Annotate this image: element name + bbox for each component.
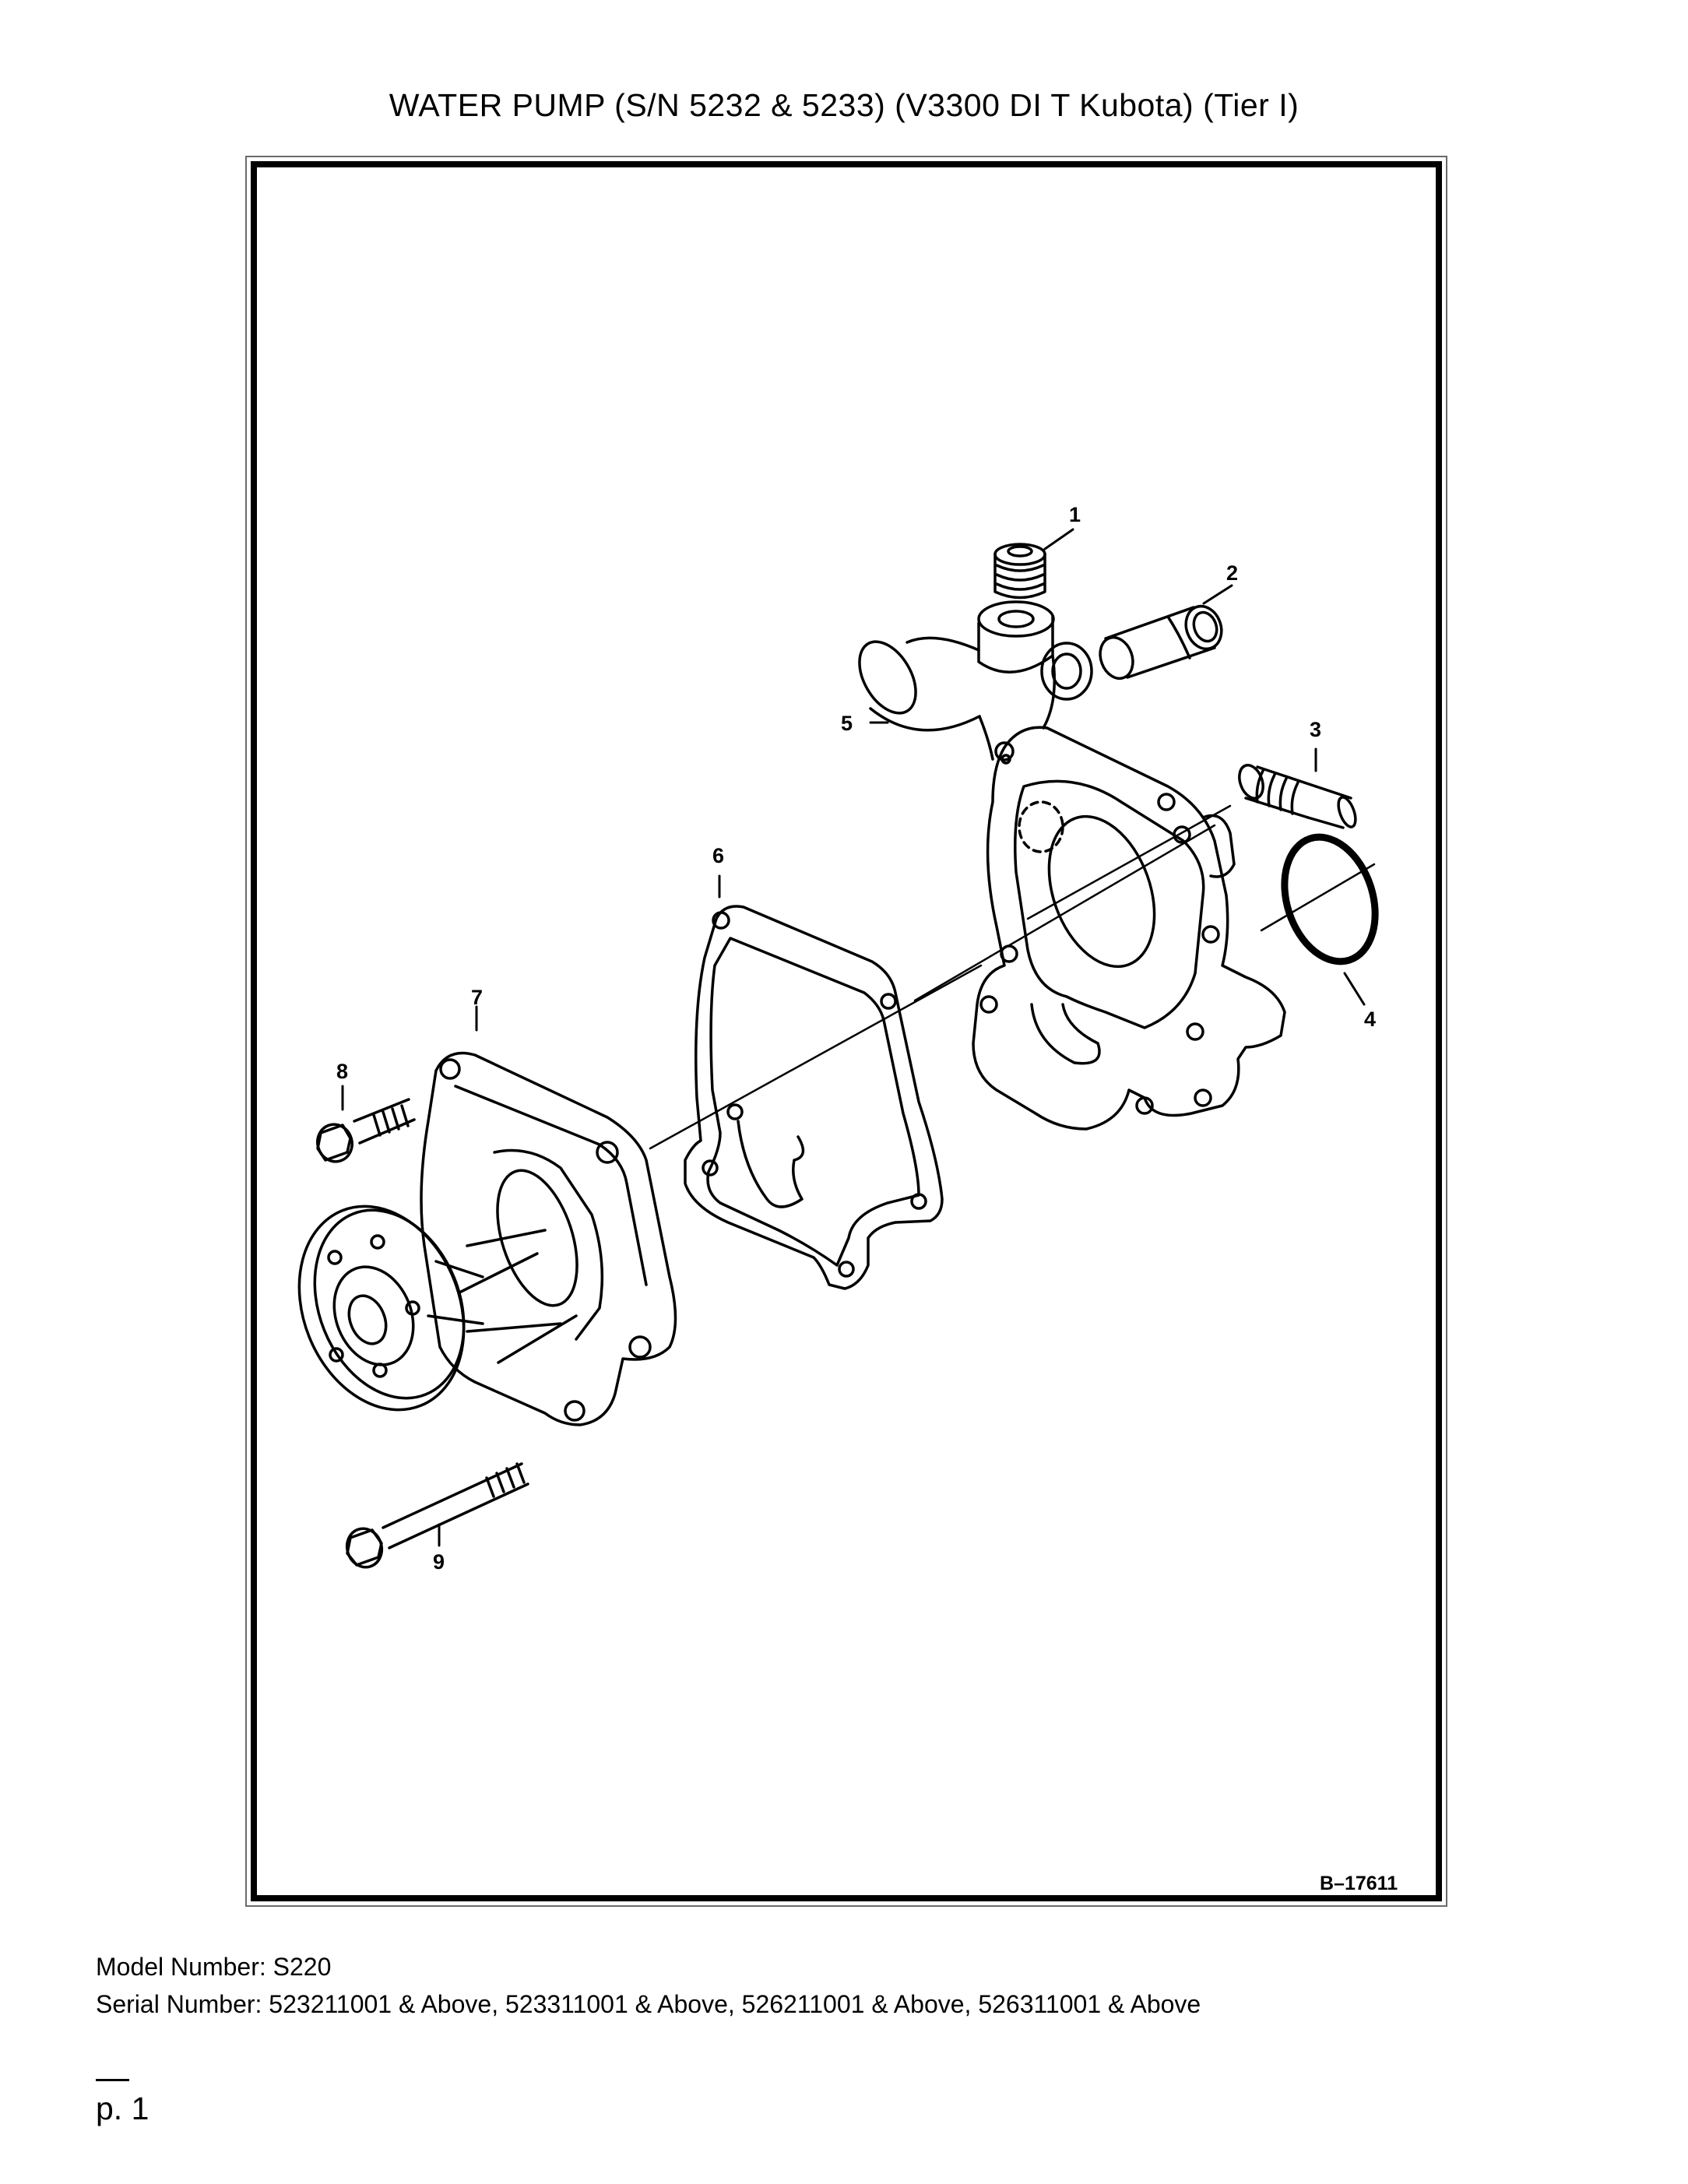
callout-8: 8 (336, 1060, 348, 1083)
pipe-part-2 (1099, 604, 1223, 681)
o-ring-part-4 (1281, 833, 1379, 965)
gasket-part-6 (684, 905, 944, 1290)
long-bolt-part-9 (345, 1462, 529, 1569)
callout-leaders (341, 528, 1366, 1547)
model-number: Model Number: S220 (96, 1953, 332, 1981)
diagram-frame-outer (245, 156, 1447, 1907)
assembly-axis-line (649, 804, 1376, 1150)
water-pump-housing-part-5 (858, 600, 1286, 1131)
drawing-id: B–17611 (1320, 1873, 1398, 1894)
callout-2: 2 (1226, 561, 1238, 585)
page-number: p. 1 (96, 2091, 149, 2126)
serial-number: Serial Number: 523211001 & Above, 523311… (96, 1990, 1201, 2018)
plug-part-1 (993, 543, 1046, 600)
callout-1: 1 (1069, 503, 1081, 526)
callout-7: 7 (471, 986, 483, 1009)
callout-3: 3 (1310, 718, 1321, 741)
stud-part-3 (1238, 764, 1357, 829)
page-title: WATER PUMP (S/N 5232 & 5233) (V3300 DI T… (389, 87, 1299, 123)
callout-5: 5 (841, 712, 853, 735)
callout-6: 6 (712, 844, 724, 867)
short-bolt-part-8 (316, 1098, 416, 1163)
callout-4: 4 (1364, 1008, 1376, 1031)
water-pump-part-7 (297, 1051, 677, 1426)
callout-9: 9 (433, 1550, 445, 1574)
diagram-frame (251, 161, 1442, 1901)
page-divider (96, 2079, 129, 2081)
